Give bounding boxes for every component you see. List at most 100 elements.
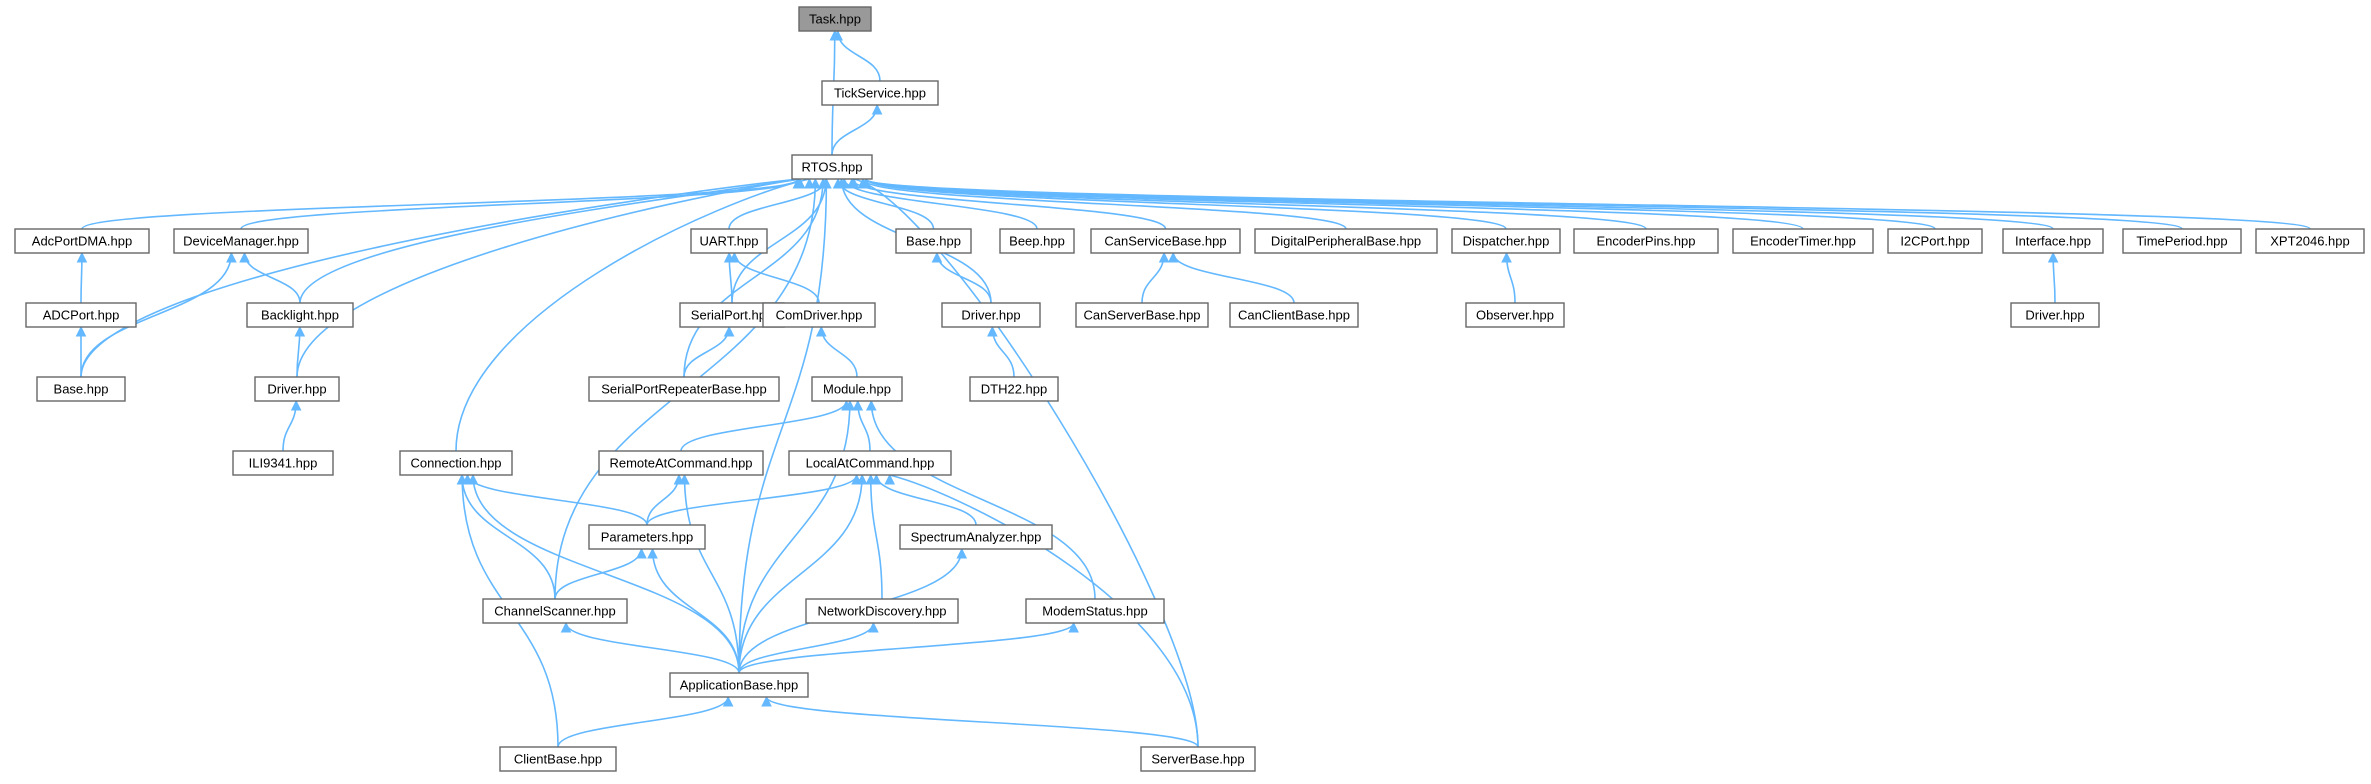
node-box[interactable] [1887,228,1983,254]
node-beep[interactable]: Beep.hpp [999,228,1075,254]
node-modemstatus[interactable]: ModemStatus.hpp [1025,598,1165,624]
node-box[interactable] [895,228,972,254]
node-driver3[interactable]: Driver.hpp [2010,302,2100,328]
node-module[interactable]: Module.hpp [811,376,903,402]
node-adcport[interactable]: ADCPort.hpp [25,302,137,328]
node-box[interactable] [2122,228,2242,254]
node-clientbase[interactable]: ClientBase.hpp [499,746,617,772]
node-box[interactable] [788,450,952,476]
node-box[interactable] [969,376,1059,402]
node-box[interactable] [805,598,959,624]
node-box[interactable] [598,450,764,476]
edge-line [889,474,1199,748]
node-uart[interactable]: UART.hpp [690,228,768,254]
node-box[interactable] [399,450,513,476]
node-box[interactable] [588,376,780,402]
node-box[interactable] [941,302,1041,328]
node-box[interactable] [999,228,1075,254]
node-box[interactable] [14,228,150,254]
node-box[interactable] [1254,228,1438,254]
node-dth22[interactable]: DTH22.hpp [969,376,1059,402]
node-params[interactable]: Parameters.hpp [588,524,706,550]
edge-module-to-comdriver [815,325,858,378]
node-box[interactable] [2010,302,2100,328]
node-box[interactable] [1573,228,1719,254]
node-box[interactable] [1075,302,1209,328]
node-box[interactable] [899,524,1053,550]
node-netdisc[interactable]: NetworkDiscovery.hpp [805,598,959,624]
node-driver2[interactable]: Driver.hpp [254,376,340,402]
node-box[interactable] [588,524,706,550]
node-box[interactable] [25,302,137,328]
node-box[interactable] [1732,228,1874,254]
node-digital[interactable]: DigitalPeripheralBase.hpp [1254,228,1438,254]
node-iface[interactable]: Interface.hpp [2002,228,2104,254]
edge-arrowhead [761,695,772,707]
node-chscanner[interactable]: ChannelScanner.hpp [482,598,628,624]
node-box[interactable] [821,80,939,106]
node-xpt[interactable]: XPT2046.hpp [2255,228,2365,254]
node-box[interactable] [232,450,334,476]
edge-line [240,178,799,230]
node-ili[interactable]: ILI9341.hpp [232,450,334,476]
node-remoteat[interactable]: RemoteAtCommand.hpp [598,450,764,476]
edge-driver3-to-iface [2047,251,2059,304]
edge-driver2-to-backlight [294,325,306,378]
node-box[interactable] [1451,228,1561,254]
node-box[interactable] [1025,598,1165,624]
node-box[interactable] [811,376,903,402]
node-label: ApplicationBase.hpp [680,678,799,693]
node-spectrum[interactable]: SpectrumAnalyzer.hpp [899,524,1053,550]
node-box[interactable] [246,302,354,328]
node-connection[interactable]: Connection.hpp [399,450,513,476]
node-localat[interactable]: LocalAtCommand.hpp [788,450,952,476]
node-box[interactable] [173,228,309,254]
node-rtos[interactable]: RTOS.hpp [791,154,873,180]
node-serverbase[interactable]: ServerBase.hpp [1140,746,1256,772]
edge-line [557,696,729,748]
node-box[interactable] [254,376,340,402]
node-enctimer[interactable]: EncoderTimer.hpp [1732,228,1874,254]
node-canclient[interactable]: CanClientBase.hpp [1229,302,1359,328]
node-box[interactable] [798,6,872,32]
node-box[interactable] [791,154,873,180]
edge-appbase-to-localat [738,473,868,674]
node-tick[interactable]: TickService.hpp [821,80,939,106]
node-box[interactable] [669,672,809,698]
node-task[interactable]: Task.hpp [798,6,872,32]
node-base1[interactable]: Base.hpp [895,228,972,254]
node-box[interactable] [2255,228,2365,254]
node-box[interactable] [482,598,628,624]
node-label: CanClientBase.hpp [1238,308,1350,323]
node-cansvc[interactable]: CanServiceBase.hpp [1090,228,1241,254]
edge-line [738,474,863,674]
node-box[interactable] [1140,746,1256,772]
node-box[interactable] [1229,302,1359,328]
node-box[interactable] [1465,302,1565,328]
edge-line [731,178,827,304]
node-dispatcher[interactable]: Dispatcher.hpp [1451,228,1561,254]
node-encpins[interactable]: EncoderPins.hpp [1573,228,1719,254]
node-base2[interactable]: Base.hpp [36,376,126,402]
node-appbase[interactable]: ApplicationBase.hpp [669,672,809,698]
node-box[interactable] [2002,228,2104,254]
node-box[interactable] [690,228,768,254]
node-box[interactable] [36,376,126,402]
edge-appbase-to-rtos [738,177,832,674]
node-comdriver[interactable]: ComDriver.hpp [762,302,876,328]
edge-observer-to-dispatcher [1501,251,1516,304]
node-box[interactable] [762,302,876,328]
node-serialrep[interactable]: SerialPortRepeaterBase.hpp [588,376,780,402]
edge-canserver-to-cansvc [1141,251,1170,304]
node-driver1[interactable]: Driver.hpp [941,302,1041,328]
node-box[interactable] [499,746,617,772]
node-adcdma[interactable]: AdcPortDMA.hpp [14,228,150,254]
node-devmgr[interactable]: DeviceManager.hpp [173,228,309,254]
node-backlight[interactable]: Backlight.hpp [246,302,354,328]
node-box[interactable] [1090,228,1241,254]
node-timeperiod[interactable]: TimePeriod.hpp [2122,228,2242,254]
node-observer[interactable]: Observer.hpp [1465,302,1565,328]
node-canserver[interactable]: CanServerBase.hpp [1075,302,1209,328]
node-i2c[interactable]: I2CPort.hpp [1887,228,1983,254]
edge-params-to-connection [462,473,648,526]
